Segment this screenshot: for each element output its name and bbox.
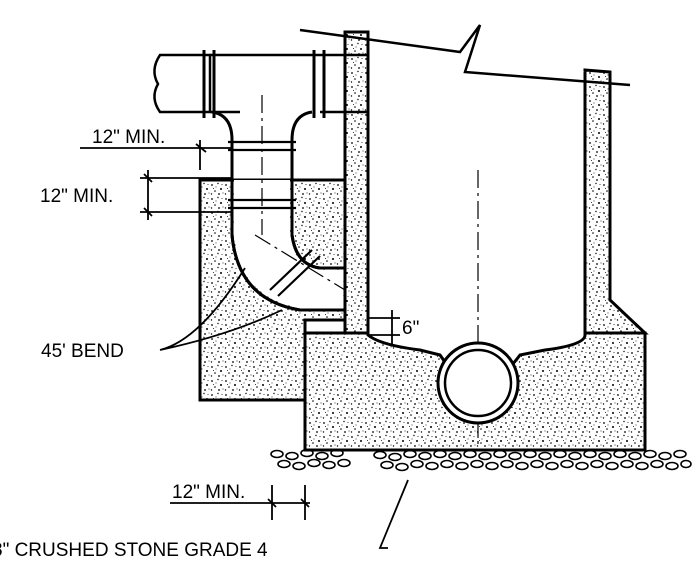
bend-centerline [254, 234, 346, 291]
tee-shoulders [211, 110, 313, 141]
drop-pipe-outline [230, 180, 345, 312]
stone-leader [378, 479, 409, 549]
bend-leader [159, 267, 283, 351]
dim-footer [170, 485, 310, 520]
manhole-shaft [366, 35, 587, 385]
label-upper-min: 12" MIN. [92, 127, 165, 148]
label-stone: 8" CRUSHED STONE GRADE 4 [0, 540, 268, 561]
coupling-left [202, 50, 216, 118]
coupling-right [312, 50, 326, 118]
manhole-wall-right [583, 68, 649, 335]
label-footer-min: 12" MIN. [172, 482, 245, 503]
dim-six [368, 310, 400, 345]
break-line [299, 24, 631, 87]
manhole-wall-left [343, 30, 370, 335]
label-six: 6" [402, 318, 419, 339]
drop-pipe-interior [234, 180, 343, 308]
dim-lower [140, 170, 232, 220]
label-lower-min: 12" MIN. [40, 186, 113, 207]
label-bend: 45' BEND [41, 341, 124, 362]
dim-upper [80, 140, 232, 170]
inlet-pipe [153, 53, 212, 114]
bend-coupling [269, 249, 321, 297]
outlet-pipe-inner [443, 348, 513, 418]
gravel-bed [270, 448, 692, 472]
